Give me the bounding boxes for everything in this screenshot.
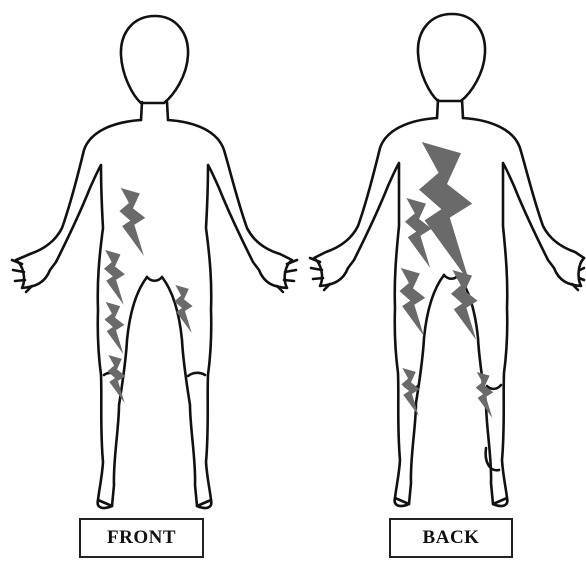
lightning-bolt-icon: [105, 302, 125, 354]
front-view-label: FRONT: [79, 518, 204, 558]
lightning-bolt-icon: [476, 372, 493, 418]
front-pain-markers: [104, 188, 193, 403]
lightning-bolt-icon: [451, 270, 478, 340]
front-body-outline: [12, 16, 297, 508]
back-body-outline: [310, 14, 584, 506]
lightning-bolt-icon: [399, 268, 425, 336]
back-pain-markers: [399, 142, 493, 418]
back-view-label: BACK: [389, 518, 513, 558]
lightning-bolt-icon: [119, 188, 145, 256]
lightning-bolt-icon: [405, 198, 432, 268]
lightning-bolt-icon: [104, 250, 125, 305]
